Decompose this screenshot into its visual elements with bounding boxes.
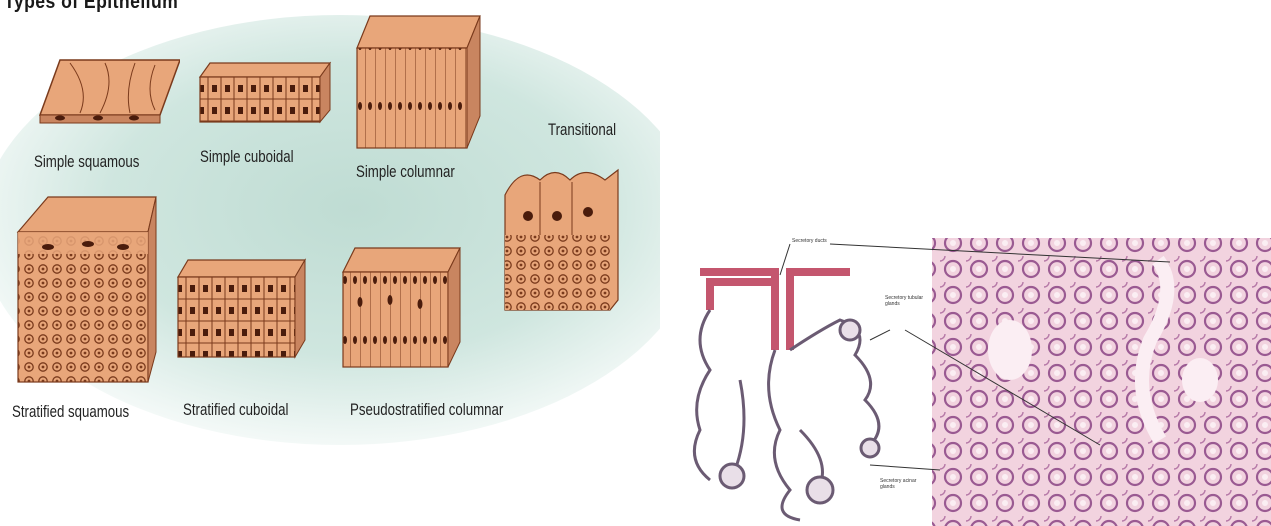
- gland-histology-panel: Secretory ducts Secretory tubular glands…: [680, 230, 1271, 526]
- simple-cuboidal-illustration: [195, 55, 335, 130]
- label-transitional: Transitional: [548, 120, 616, 140]
- label-pseudostratified-columnar: Pseudostratified columnar: [350, 400, 503, 420]
- label-secretory-tubular: Secretory tubular glands: [885, 295, 930, 307]
- label-simple-squamous: Simple squamous: [34, 152, 139, 172]
- stratified-cuboidal-illustration: [173, 255, 308, 360]
- label-secretory-ducts: Secretory ducts: [792, 238, 827, 244]
- label-simple-cuboidal: Simple cuboidal: [200, 147, 294, 167]
- gland-diagram: [680, 230, 1271, 526]
- pseudostratified-columnar-illustration: [340, 242, 465, 372]
- simple-squamous-illustration: [30, 55, 180, 130]
- histology-micrograph: [932, 238, 1271, 526]
- simple-columnar-illustration: [355, 8, 485, 153]
- label-secretory-acinar: Secretory acinar glands: [880, 478, 925, 490]
- stratified-squamous-illustration: [8, 192, 158, 387]
- epithelium-types-panel: Types of Epithelium Simple squamous Simp…: [0, 0, 660, 526]
- label-stratified-squamous: Stratified squamous: [12, 402, 129, 422]
- figure-title: Types of Epithelium: [4, 0, 178, 14]
- transitional-illustration: [500, 160, 625, 320]
- label-simple-columnar: Simple columnar: [356, 162, 455, 182]
- label-stratified-cuboidal: Stratified cuboidal: [183, 400, 288, 420]
